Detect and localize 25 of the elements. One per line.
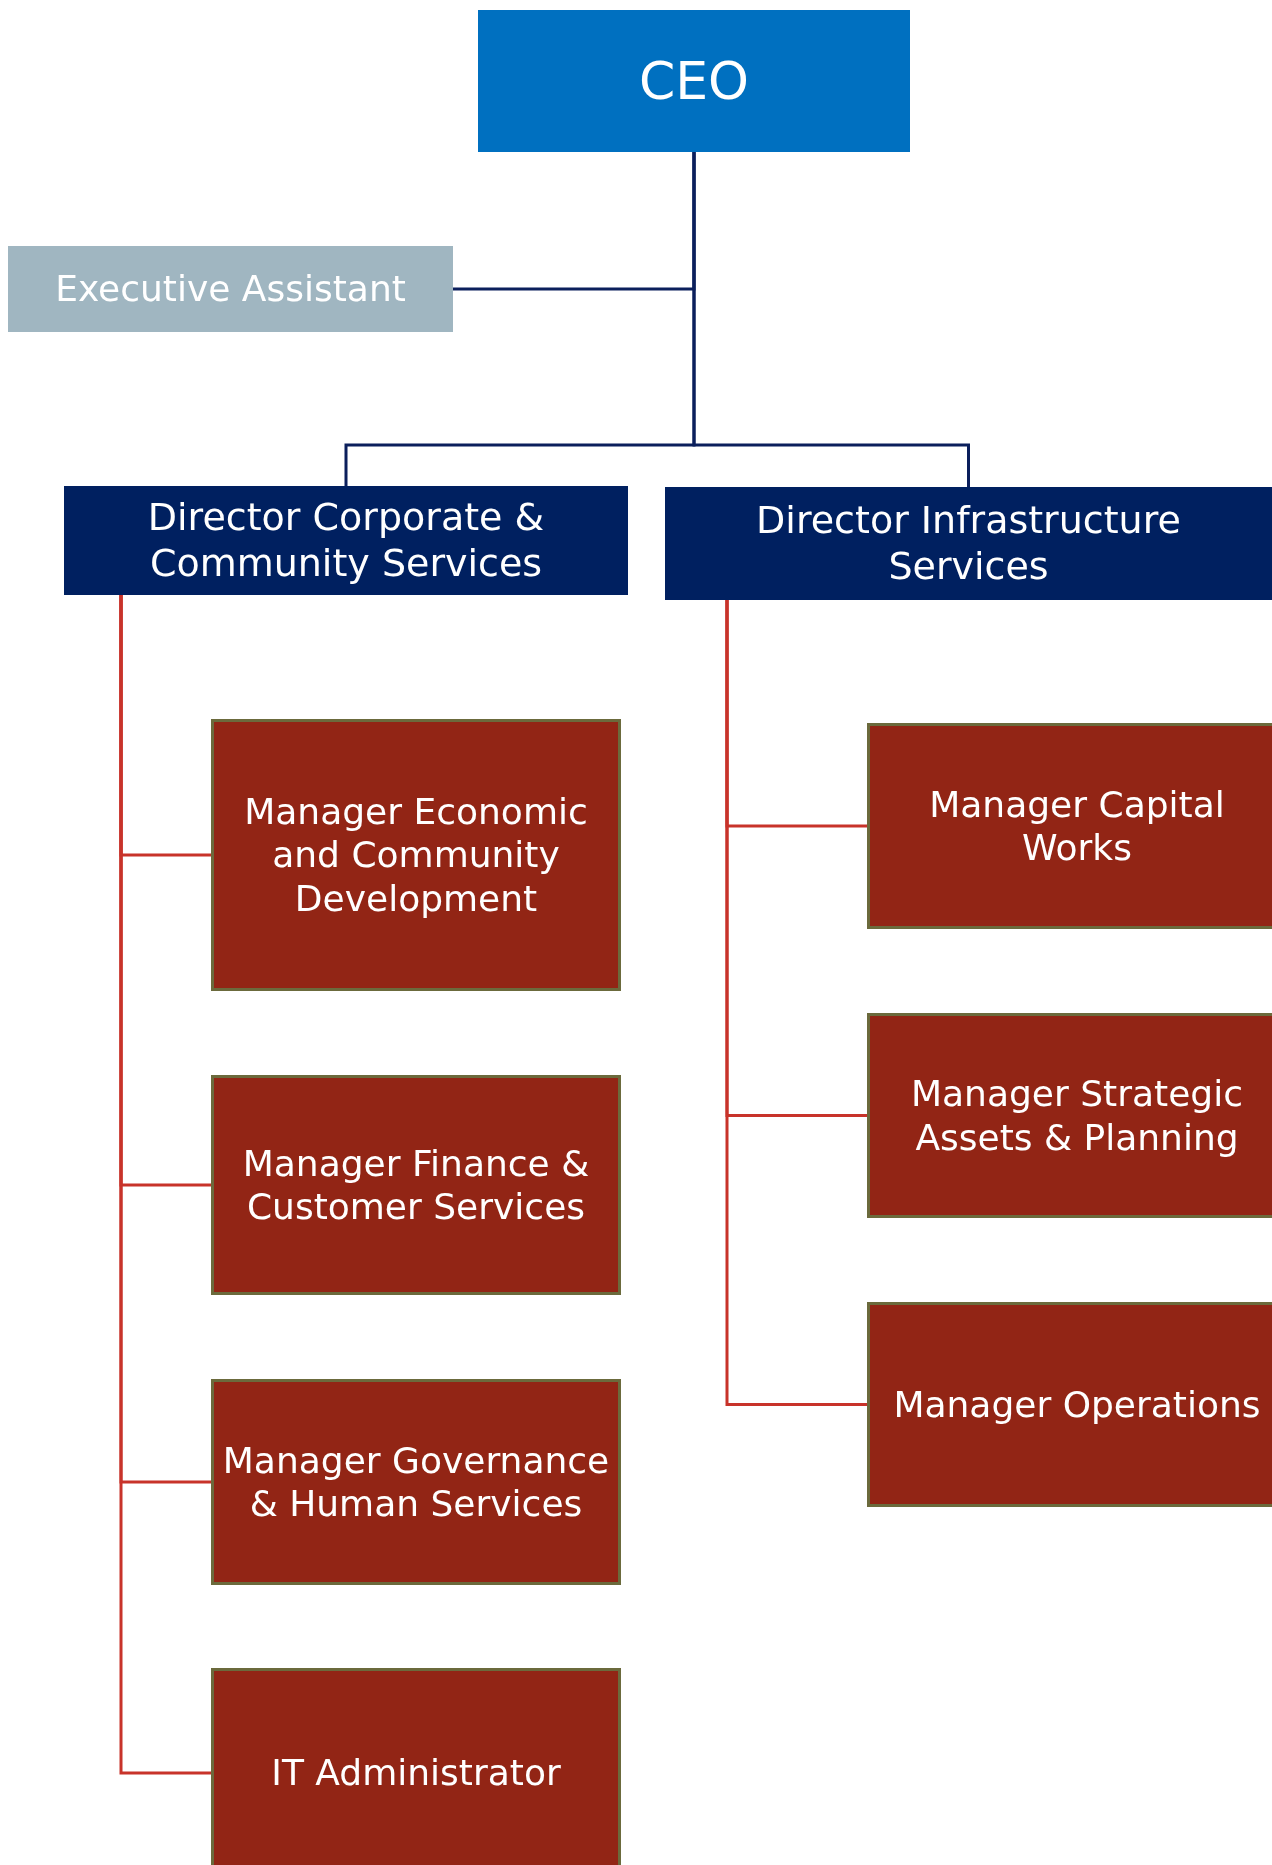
position-title: Manager Strategic Assets & Planning (910, 1072, 1244, 1159)
position-title: Manager Operations (893, 1382, 1261, 1427)
position-box (64, 486, 628, 595)
position-box (665, 487, 1272, 600)
position-box (867, 1302, 1272, 1507)
connector-line (725, 600, 867, 1406)
position-box (211, 1379, 621, 1585)
connector-line (119, 595, 211, 1775)
position-title: Manager Governance & Human Services (221, 1438, 611, 1526)
position-title: Manager Capital Works (928, 782, 1226, 870)
position-title: CEO (638, 49, 750, 113)
position-box (211, 1075, 621, 1295)
position-box (867, 1013, 1272, 1218)
position-box (478, 10, 910, 152)
position-title: Director Infrastructure Services (755, 497, 1182, 590)
position-box (8, 246, 453, 332)
position-box (211, 719, 621, 991)
position-title: IT Administrator (271, 1751, 561, 1795)
position-box (211, 1668, 621, 1865)
position-title: Manager Finance & Customer Services (241, 1141, 591, 1229)
position-box (867, 723, 1272, 929)
position-title: Manager Economic and Community Development (243, 790, 589, 920)
connector-line (692, 152, 970, 487)
position-title: Director Corporate & Community Services (146, 494, 546, 587)
position-title: Executive Assistant (55, 267, 406, 311)
